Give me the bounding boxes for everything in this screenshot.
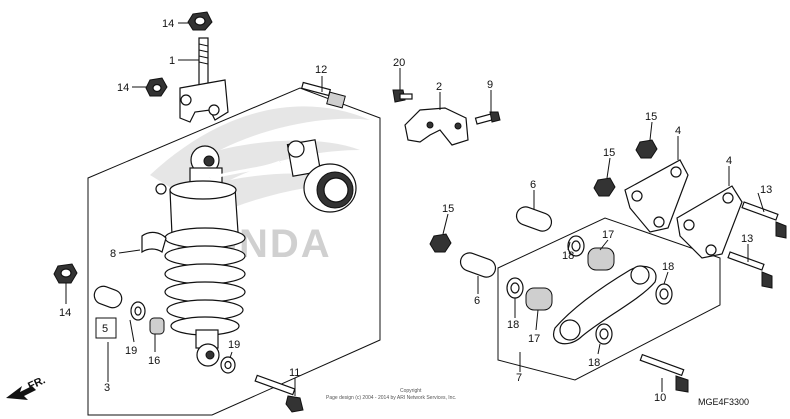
callout-20: 20 [393, 57, 405, 69]
callout-13-upper: 13 [760, 184, 772, 196]
leader-lines [65, 22, 765, 396]
part-4-plate-rear [624, 159, 689, 233]
callout-6-lower: 6 [474, 295, 480, 307]
callout-1: 1 [169, 55, 175, 67]
callout-4-a: 4 [675, 125, 681, 137]
part-nut-14-top [187, 11, 213, 31]
diagram-code: MGE4F3300 [698, 397, 749, 407]
callout-9: 9 [487, 79, 493, 91]
callout-10: 10 [654, 392, 666, 404]
part-15-nut-a [635, 139, 658, 159]
callout-2: 2 [436, 81, 442, 93]
part-4-plate-front [676, 185, 743, 259]
part-18-seal-a [567, 235, 585, 257]
callout-13-lower: 13 [741, 233, 753, 245]
part-15-nut-c [429, 233, 452, 253]
callout-labels: 14 1 14 12 20 2 9 15 4 15 4 6 13 15 17 1… [59, 18, 772, 404]
part-16-collar [149, 317, 165, 335]
callout-18-d: 18 [588, 357, 600, 369]
part-10-bolt [639, 353, 689, 393]
part-9-bolt [474, 111, 501, 125]
part-nut-14-lower [53, 263, 78, 284]
part-rear-shock-absorber [155, 139, 357, 367]
link-assembly-outline [497, 217, 721, 381]
callout-17-upper: 17 [602, 229, 614, 241]
callout-16: 16 [148, 355, 160, 367]
part-17-collar-upper [587, 247, 615, 271]
part-2-bracket [404, 107, 469, 146]
part-15-nut-b [593, 177, 616, 197]
part-7-link-arm [552, 265, 657, 345]
callout-4-b: 4 [726, 155, 732, 167]
callout-18-c: 18 [662, 261, 674, 273]
part-19-washer-right [220, 356, 236, 374]
callout-11: 11 [289, 367, 300, 379]
part-11-bolt [254, 374, 304, 413]
part-6-collar-upper [515, 206, 553, 232]
callout-18-a: 18 [562, 250, 574, 262]
callout-14-lower: 14 [59, 307, 71, 319]
part-18-seal-c [655, 283, 673, 305]
callout-8: 8 [110, 248, 116, 260]
part-17-collar-lower [525, 287, 553, 311]
callout-19-right: 19 [228, 339, 240, 351]
callout-6-upper: 6 [530, 179, 536, 191]
callout-15-b: 15 [603, 147, 615, 159]
part-upper-mount [179, 37, 229, 123]
callout-17-lower: 17 [528, 333, 540, 345]
part-5-collar [93, 285, 123, 309]
part-6-collar-lower [459, 252, 497, 278]
part-19-washer-left [130, 301, 146, 321]
callout-14-top: 14 [162, 18, 174, 30]
front-direction-marker: FR. [6, 374, 47, 400]
copyright-line-1: Copyright [400, 388, 422, 394]
copyright-line-2: Page design (c) 2004 - 2014 by ARI Netwo… [326, 395, 456, 401]
part-20-bolt [392, 89, 413, 103]
part-5-label-box [95, 317, 117, 339]
part-18-seal-d [595, 323, 613, 345]
part-8-label [141, 231, 167, 254]
part-13-bolt-upper [741, 201, 787, 239]
part-13-bolt-lower [727, 251, 773, 289]
callout-19-left: 19 [125, 345, 137, 357]
part-nut-14-left [145, 77, 168, 97]
callout-18-b: 18 [507, 319, 519, 331]
callout-5: 5 [102, 323, 108, 335]
callout-7: 7 [516, 372, 522, 384]
shock-assembly-outline [87, 87, 381, 416]
callout-12: 12 [315, 64, 327, 76]
callout-15-c: 15 [442, 203, 454, 215]
part-12-bolt [300, 81, 346, 109]
part-18-seal-b [506, 277, 524, 299]
front-marker-text: FR. [26, 374, 47, 392]
callout-14-left: 14 [117, 82, 129, 94]
callout-3: 3 [104, 382, 110, 394]
callout-15-a: 15 [645, 111, 657, 123]
